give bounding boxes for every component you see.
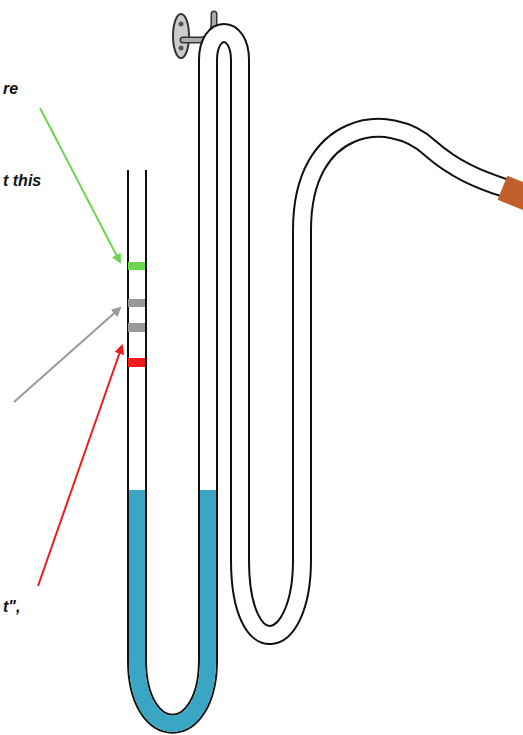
hose-cap: [498, 176, 523, 211]
level-mark: [128, 358, 145, 367]
level-mark: [128, 323, 145, 332]
callout-text: t",: [3, 598, 20, 616]
hose: [137, 33, 505, 724]
level-mark: [128, 262, 145, 270]
leader-arrow: [40, 108, 120, 262]
leader-arrow: [14, 308, 120, 402]
leader-arrow: [38, 346, 122, 586]
callout-text: re: [3, 80, 18, 98]
callout-text: t this: [3, 172, 41, 190]
level-mark: [128, 299, 145, 307]
